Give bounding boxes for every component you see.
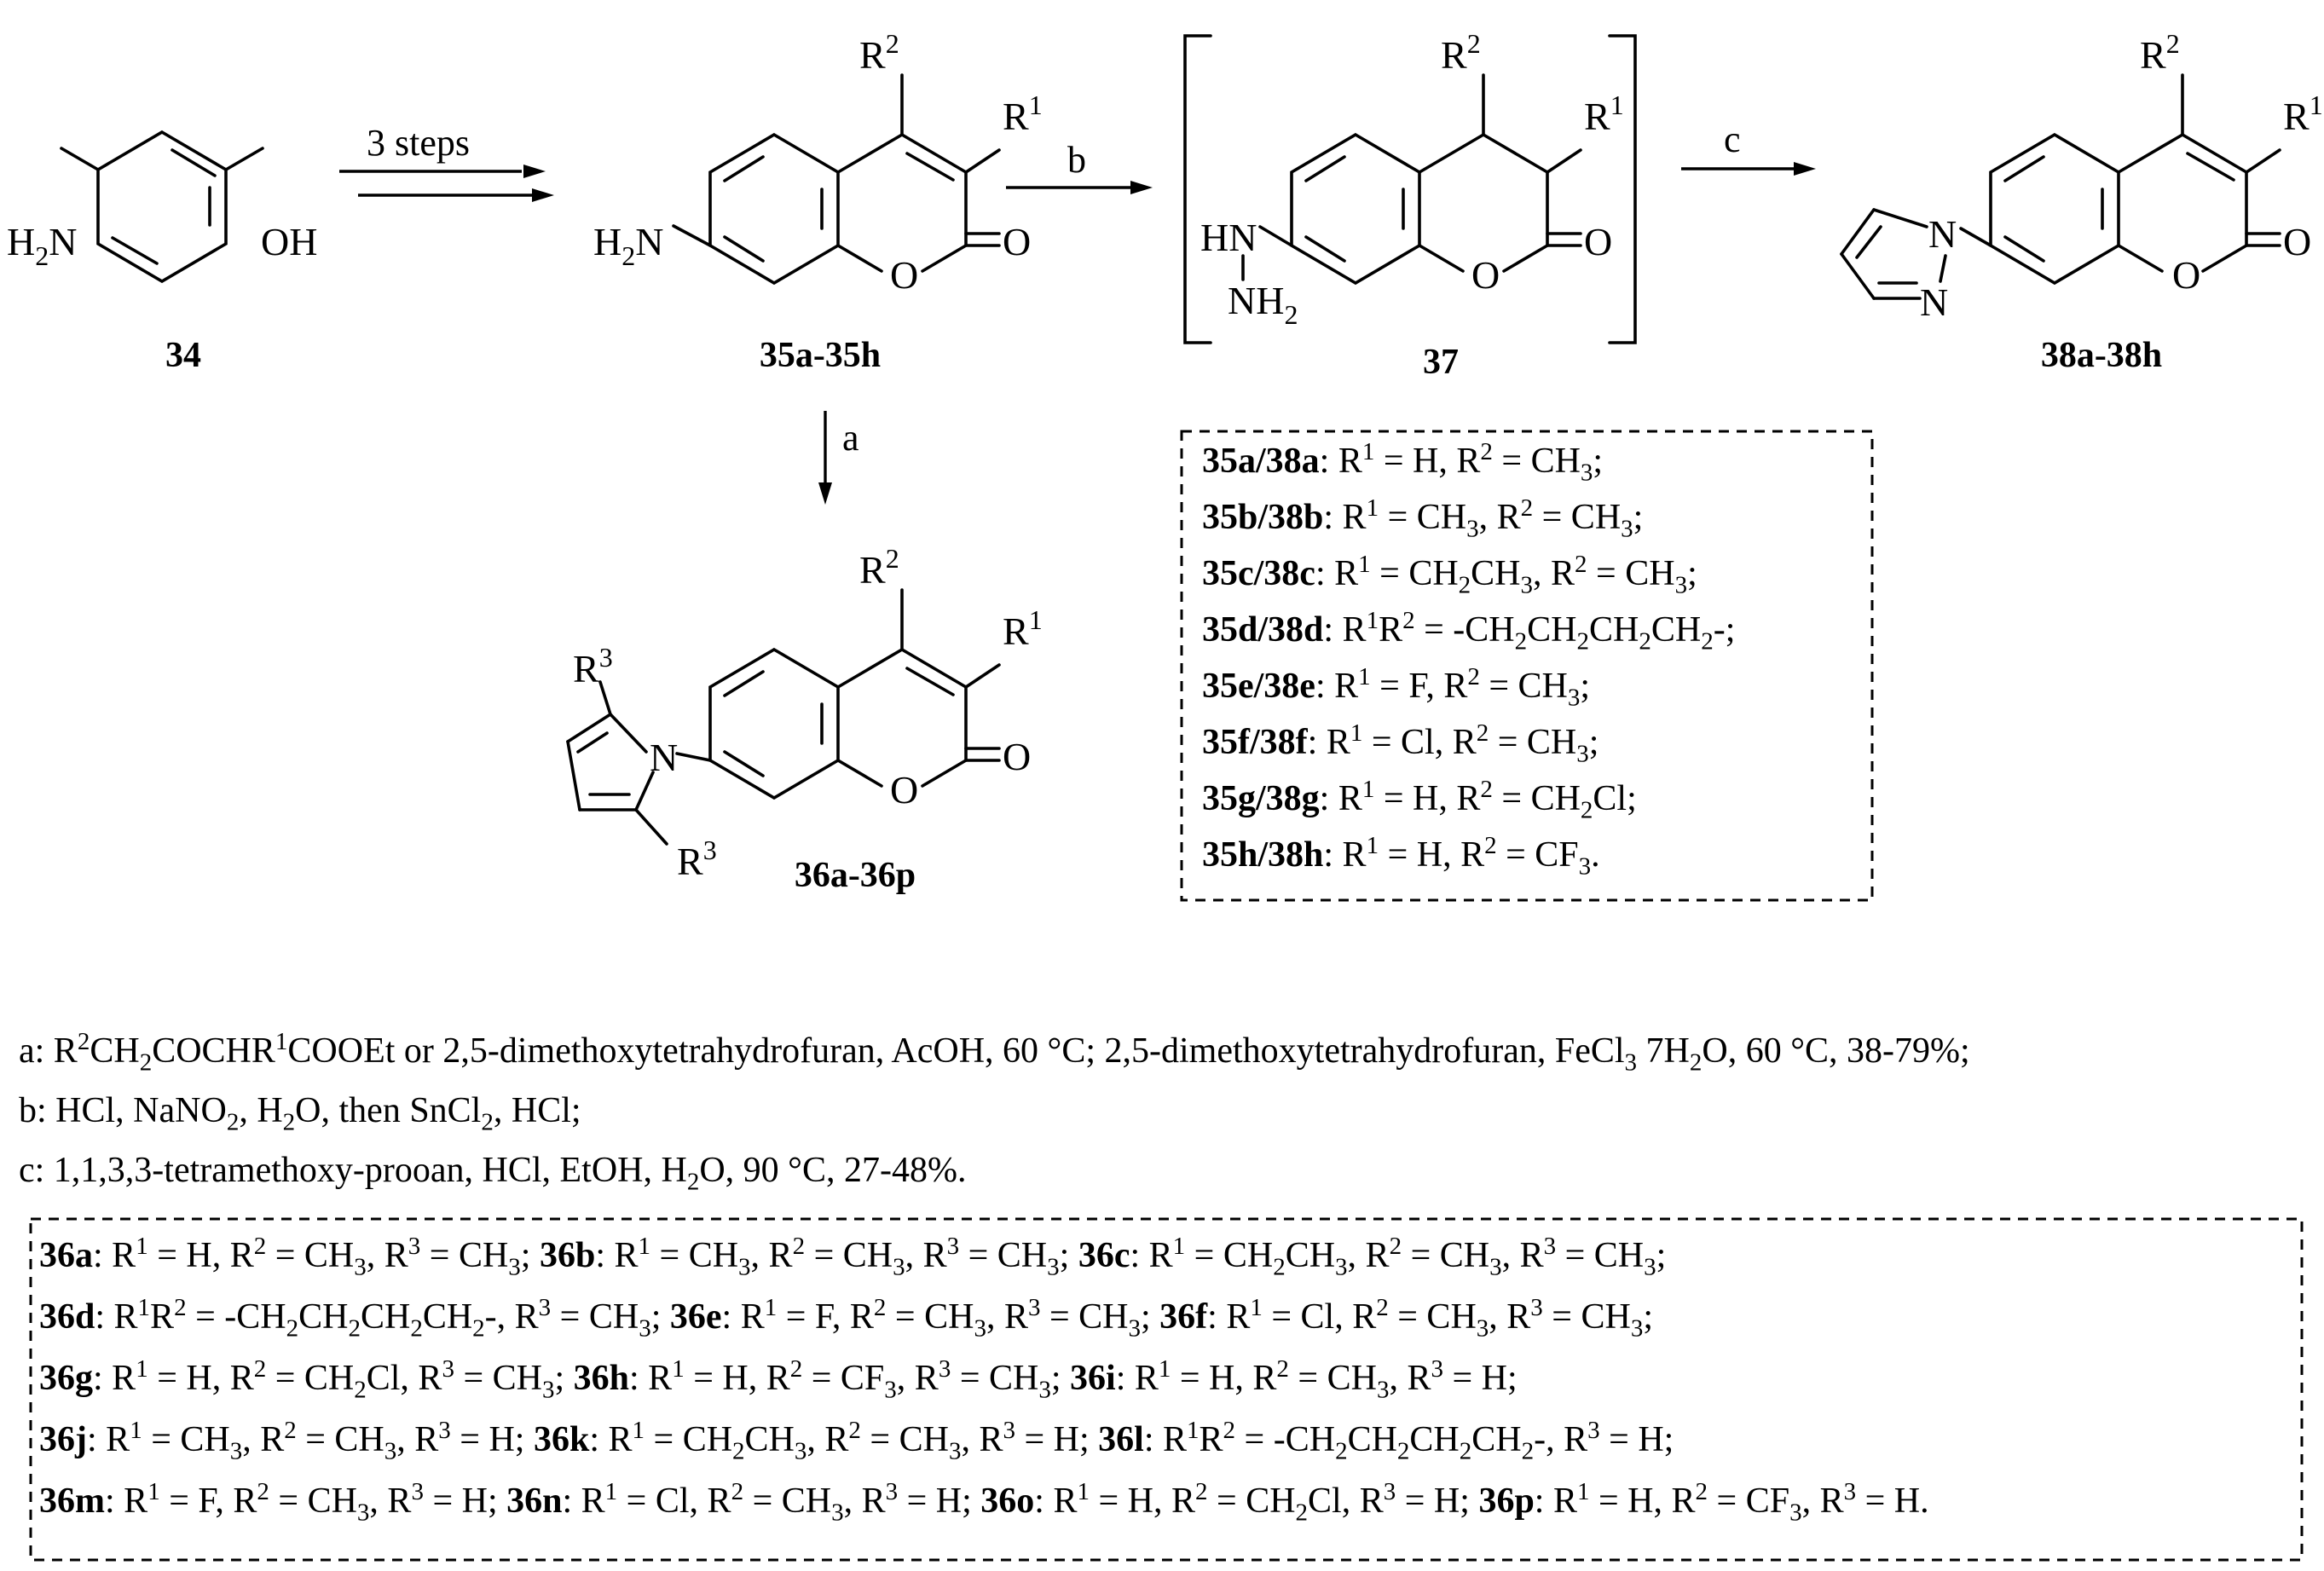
r2-label-35: R2 bbox=[859, 28, 899, 77]
structure-36: O O R2 R1 N R3 R3 bbox=[566, 543, 1043, 883]
arrow-label-c: c bbox=[1724, 118, 1741, 160]
structure-35: O O R2 R1 H2N bbox=[593, 28, 1043, 297]
r3-label-bottom-36: R3 bbox=[677, 835, 717, 883]
ring-oxygen-35: O bbox=[890, 253, 918, 297]
arrow-c: c bbox=[1681, 118, 1816, 176]
r1-label-37: R1 bbox=[1584, 90, 1624, 138]
r1-label-35: R1 bbox=[1003, 90, 1043, 138]
arrow-label-a: a bbox=[842, 417, 859, 459]
arrow-label-3-steps: 3 steps bbox=[367, 122, 470, 164]
pyrazole-n2-label: N bbox=[1920, 280, 1948, 324]
carbonyl-oxygen-36: O bbox=[1003, 735, 1031, 778]
structure-34: H2N OH bbox=[7, 130, 317, 284]
arrow-3-steps: 3 steps bbox=[339, 122, 554, 202]
compound-label-36: 36a-36p bbox=[795, 856, 916, 895]
list-item: 35d/38d: R1R2 = -CH2CH2CH2CH2-; bbox=[1202, 607, 1736, 656]
list-item: 35b/38b: R1 = CH3, R2 = CH3; bbox=[1202, 494, 1644, 543]
arrow-b: b bbox=[1006, 139, 1153, 194]
r1-label-38: R1 bbox=[2283, 90, 2323, 138]
list-item: 35e/38e: R1 = F, R2 = CH3; bbox=[1202, 663, 1591, 712]
list-item: 36d: R1R2 = -CH2CH2CH2CH2-, R3 = CH3; 36… bbox=[39, 1294, 1653, 1343]
carbonyl-oxygen-35: O bbox=[1003, 220, 1031, 263]
nh2-label-37: NH2 bbox=[1228, 279, 1298, 330]
compound-label-35: 35a-35h bbox=[760, 336, 881, 375]
arrow-a: a bbox=[818, 411, 859, 505]
pyrrole-n-label: N bbox=[650, 736, 678, 779]
r2-label-36: R2 bbox=[859, 543, 899, 592]
ring-oxygen-36: O bbox=[890, 768, 918, 811]
pyrazole-n1-label: N bbox=[1928, 212, 1957, 256]
condition-c: c: 1,1,3,3-tetramethoxy-prooan, HCl, EtO… bbox=[19, 1151, 967, 1196]
compound-label-38: 38a-38h bbox=[2041, 336, 2162, 375]
r2-label-38: R2 bbox=[2140, 28, 2180, 77]
hn-label-37: HN bbox=[1200, 216, 1257, 259]
ring-oxygen-37: O bbox=[1471, 253, 1500, 297]
structure-37: O O R2 R1 HN NH2 bbox=[1183, 28, 1637, 344]
compound-label-34: 34 bbox=[165, 336, 201, 375]
substituent-box-36 bbox=[29, 1217, 2304, 1562]
list-item: 35h/38h: R1 = H, R2 = CF3. bbox=[1202, 832, 1600, 881]
list-item: 35g/38g: R1 = H, R2 = CH2Cl; bbox=[1202, 776, 1637, 824]
h2n-label-34: H2N bbox=[7, 220, 77, 271]
list-item: 36g: R1 = H, R2 = CH2Cl, R3 = CH3; 36h: … bbox=[39, 1355, 1518, 1404]
carbonyl-oxygen-37: O bbox=[1584, 220, 1612, 263]
substituent-box-38 bbox=[1180, 430, 1874, 902]
carbonyl-oxygen-38: O bbox=[2283, 220, 2311, 263]
list-item: 36j: R1 = CH3, R2 = CH3, R3 = H; 36k: R1… bbox=[39, 1417, 1674, 1465]
compound-label-37: 37 bbox=[1423, 343, 1459, 382]
r2-label-37: R2 bbox=[1441, 28, 1481, 77]
condition-b: b: HCl, NaNO2, H2O, then SnCl2, HCl; bbox=[19, 1091, 581, 1136]
condition-a: a: R2CH2COCHR1COOEt or 2,5-dimethoxytetr… bbox=[19, 1028, 1970, 1077]
list-item: 35f/38f: R1 = Cl, R2 = CH3; bbox=[1202, 719, 1599, 768]
r1-label-36: R1 bbox=[1003, 604, 1043, 653]
oh-label-34: OH bbox=[261, 220, 317, 263]
list-item: 36m: R1 = F, R2 = CH3, R3 = H; 36n: R1 =… bbox=[39, 1478, 1929, 1527]
list-item: 35c/38c: R1 = CH2CH3, R2 = CH3; bbox=[1202, 551, 1697, 599]
r3-label-top-36: R3 bbox=[573, 642, 613, 690]
list-item: 36a: R1 = H, R2 = CH3, R3 = CH3; 36b: R1… bbox=[39, 1233, 1667, 1281]
ring-oxygen-38: O bbox=[2172, 253, 2200, 297]
arrow-label-b: b bbox=[1067, 139, 1086, 181]
list-item: 35a/38a: R1 = H, R2 = CH3; bbox=[1202, 438, 1604, 487]
structure-38: O O R2 R1 N N bbox=[1840, 28, 2323, 324]
h2n-label-35: H2N bbox=[593, 220, 663, 271]
